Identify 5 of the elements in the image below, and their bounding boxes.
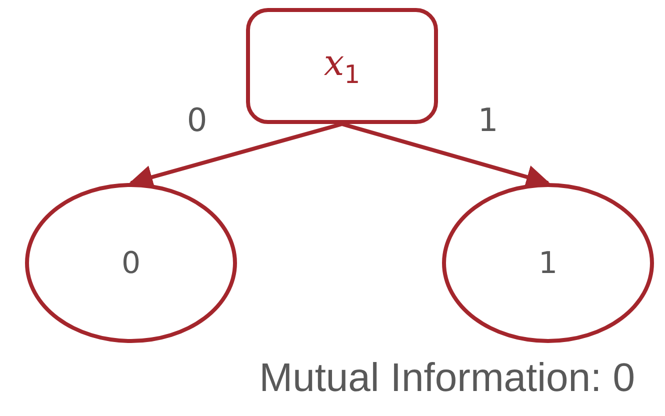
node-label: x$_{1}$ xyxy=(324,42,360,90)
node-label: 0 xyxy=(121,246,141,280)
node-label: 1 xyxy=(538,246,558,280)
process-box xyxy=(246,8,438,124)
caption: Mutual Information: 0 xyxy=(259,356,635,401)
